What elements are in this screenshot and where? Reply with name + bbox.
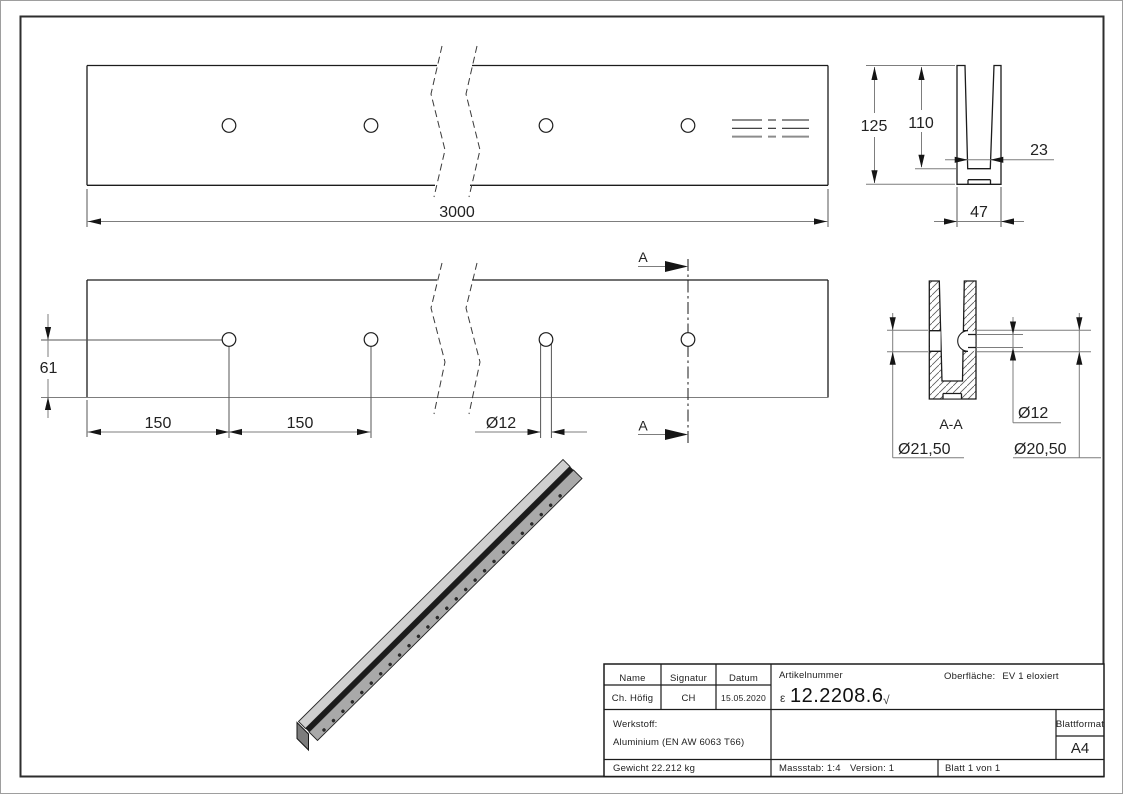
dim-edge-distance-text: 61	[40, 360, 58, 377]
drawing-frame	[19, 15, 1105, 778]
tb-sheet-format-value: A4	[1071, 740, 1089, 757]
tb-date-header: Datum	[729, 673, 758, 684]
tb-signature-value: CH	[681, 693, 695, 704]
iso-view	[296, 458, 583, 752]
iso-top-face	[297, 458, 571, 730]
dim-through-hole: Ø12	[1009, 317, 1061, 424]
dim-length: 3000	[86, 189, 829, 227]
dim-hole-diameter: Ø12	[475, 415, 587, 436]
dim-inner-depth-text: 110	[908, 115, 934, 132]
tb-article-number-suffix: √	[883, 693, 890, 707]
top-view: 3000	[86, 45, 829, 227]
dim-total-height-text: 125	[861, 118, 888, 135]
dim-length-text: 3000	[439, 204, 475, 221]
dim-outer-width-text: 47	[970, 204, 988, 221]
dim-pitch2-text: 150	[287, 415, 314, 432]
iso-end-cap	[296, 721, 309, 752]
tb-material-label: Werkstoff:	[613, 719, 657, 730]
hole-view-outline	[86, 279, 829, 398]
dim-outer-width: 47	[934, 187, 1024, 227]
hole-pattern-view: A A 61 150 150	[37, 249, 829, 444]
tb-signature-header: Signatur	[670, 673, 707, 684]
dim-counterbore-right: Ø20,50	[1013, 313, 1101, 459]
dim-slot-width: 23	[945, 142, 1054, 163]
iso-groove	[305, 466, 574, 732]
tb-name-header: Name	[619, 673, 645, 684]
tb-sheet-format-label: Blattformat	[1056, 719, 1104, 730]
tb-sheet: Blatt 1 von 1	[945, 763, 1000, 774]
section-arrow-label-top: A	[638, 249, 648, 265]
dim-hole-pitch: 150 150	[86, 400, 371, 437]
profile-view: 125 110 23 47	[857, 64, 1054, 227]
tb-scale: Massstab: 1:4	[779, 763, 841, 774]
iso-side-face	[308, 469, 583, 742]
dim-total-height: 125	[857, 65, 955, 185]
tb-date-value: 15.05.2020	[721, 693, 766, 703]
break-line	[430, 262, 446, 415]
dim-counterbore-left-text: Ø21,50	[898, 441, 951, 458]
dim-inner-depth: 110	[905, 67, 956, 170]
dim-slot-width-text: 23	[1030, 142, 1048, 159]
dim-pitch1-text: 150	[145, 415, 172, 432]
tb-version: Version: 1	[850, 763, 894, 774]
section-arrow-label-bottom: A	[638, 418, 648, 434]
tb-surface: Oberfläche:EV 1 eloxiert	[944, 671, 1059, 682]
section-cut-line: A A	[638, 249, 689, 444]
centerline-mark	[732, 119, 809, 138]
top-view-holes	[221, 118, 696, 133]
tb-article-number-prefix: ε	[780, 691, 786, 705]
title-block: Name Signatur Datum Ch. Höfig CH 15.05.2…	[603, 663, 1105, 778]
profile-outline	[956, 64, 1002, 185]
section-outline	[928, 280, 977, 400]
break-line	[465, 262, 481, 415]
section-arrow-icon	[665, 261, 688, 272]
section-label: A-A	[939, 416, 963, 432]
tb-article-number-label: Artikelnummer	[779, 670, 843, 681]
hole-view-holes	[221, 332, 696, 347]
tb-article-number: 12.2208.6	[790, 685, 883, 707]
countersink-arc	[957, 330, 969, 352]
top-view-outline	[86, 64, 829, 186]
section-aa-view: Ø21,50 Ø12 Ø20,50 A-A	[887, 280, 1101, 459]
dim-hole-diameter-text: Ø12	[486, 415, 516, 432]
section-arrow-icon	[665, 429, 688, 440]
tb-material-value: Aluminium (EN AW 6063 T66)	[613, 737, 744, 748]
dim-through-hole-text: Ø12	[1018, 405, 1048, 422]
dim-counterbore-right-text: Ø20,50	[1014, 441, 1067, 458]
iso-holes	[322, 493, 563, 732]
section-groove	[943, 393, 962, 399]
break-line	[465, 45, 481, 198]
tb-weight: Gewicht 22.212 kg	[613, 763, 695, 774]
tb-name-value: Ch. Höfig	[612, 693, 653, 704]
dim-edge-distance: 61	[37, 314, 60, 418]
profile-bottom-groove	[967, 179, 992, 185]
dim-counterbore-left: Ø21,50	[889, 313, 964, 459]
break-line	[430, 45, 446, 198]
